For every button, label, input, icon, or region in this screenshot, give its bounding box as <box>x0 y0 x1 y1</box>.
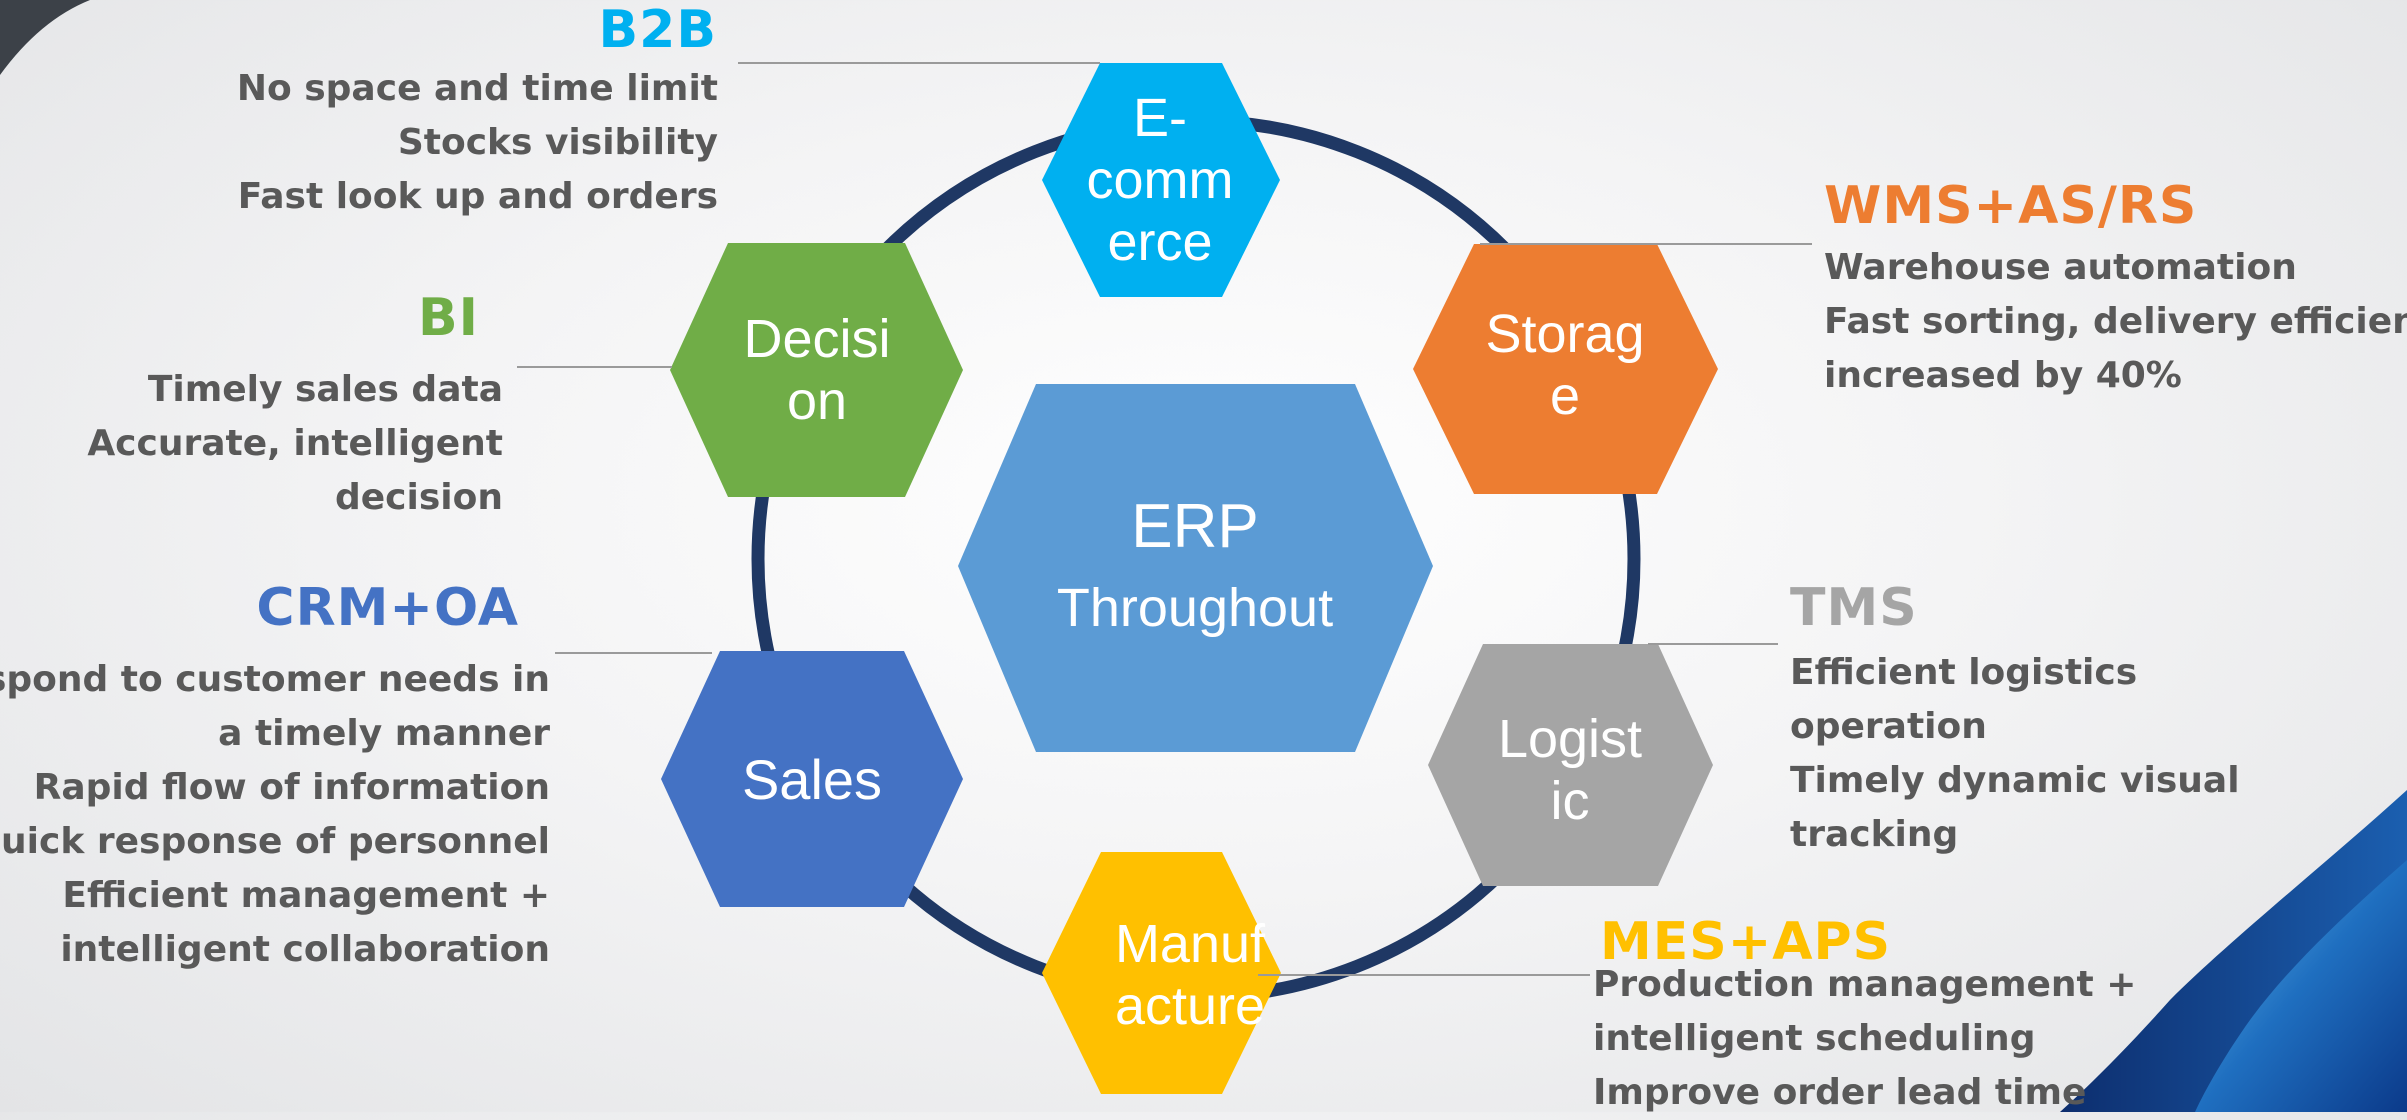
callout-crm-text: Respond to customer needs in a timely ma… <box>0 653 550 977</box>
ecommerce-line: erce <box>1107 212 1213 273</box>
decision-line: on <box>786 371 848 431</box>
hex-manufacture-shape <box>1042 852 1281 1094</box>
callout-wms-title: WMS+AS/RS <box>1824 176 2198 236</box>
center-subtitle: Throughout <box>1056 577 1334 638</box>
callout-bi-text: Timely sales data Accurate, intelligent … <box>87 363 503 525</box>
connector-tms <box>1648 643 1778 645</box>
callout-line: Rapid flow of information <box>33 767 550 808</box>
callout-crm-title: CRM+OA <box>256 578 519 638</box>
ecommerce-line: E- <box>1133 87 1187 148</box>
logistic-line: Logist <box>1497 708 1643 769</box>
connector-bi <box>517 366 672 368</box>
hex-storage-shape <box>1413 244 1718 494</box>
hex-sales-shape <box>661 651 963 907</box>
hex-center-label: ERP Throughout <box>1000 480 1390 650</box>
callout-line: Respond to customer needs in <box>0 659 550 700</box>
callout-line: Improve order lead time <box>1593 1072 2087 1113</box>
callout-line: Efficient logistics <box>1790 652 2138 693</box>
callout-line: a timely manner <box>218 713 550 754</box>
hex-sales-label: Sales <box>690 740 934 820</box>
callout-line: intelligent collaboration <box>60 929 550 970</box>
callout-line: tracking <box>1790 814 1959 855</box>
connector-b2b <box>738 62 1100 64</box>
storage-line: Storag <box>1485 303 1645 364</box>
callout-tms-text: Efficient logistics operation Timely dyn… <box>1790 646 2240 862</box>
connector-crm <box>555 652 712 654</box>
hex-logistic-label: Logist ic <box>1445 695 1695 845</box>
callout-line: Fast look up and orders <box>237 176 718 217</box>
callout-bi-title: BI <box>418 288 479 348</box>
callout-wms-text: Warehouse automation Fast sorting, deliv… <box>1824 241 2407 403</box>
callout-line: intelligent scheduling <box>1593 1018 2036 1059</box>
manufacture-line: Manuf <box>1114 913 1266 974</box>
callout-b2b-title: B2B <box>598 0 717 60</box>
hex-storage-label: Storag e <box>1440 290 1690 440</box>
storage-line: e <box>1549 366 1581 426</box>
callout-tms-title: TMS <box>1790 578 1918 638</box>
hex-ecommerce-shape <box>1042 63 1280 297</box>
callout-line: Timely dynamic visual <box>1790 760 2240 801</box>
ecommerce-line: comm <box>1086 149 1234 210</box>
callout-line: Production management + <box>1593 964 2137 1005</box>
callout-line: Accurate, intelligent <box>87 423 503 464</box>
hex-decision-shape <box>670 243 963 497</box>
callout-line: Fast sorting, delivery efficiency <box>1824 301 2407 342</box>
callout-line: Warehouse automation <box>1824 247 2297 288</box>
callout-line: Efficient management + <box>62 875 550 916</box>
corner-shade-top-left <box>0 0 90 75</box>
hex-decision-label: Decisi on <box>700 300 934 440</box>
callout-b2b-text: No space and time limit Stocks visibilit… <box>237 62 718 224</box>
logistic-line: ic <box>1550 771 1590 831</box>
callout-line: Quick response of personnel <box>0 821 550 862</box>
callout-line: No space and time limit <box>236 68 718 109</box>
hex-logistic-shape <box>1428 644 1713 886</box>
callout-line: Timely sales data <box>147 369 503 410</box>
callout-mes-text: Production management + intelligent sche… <box>1593 958 2136 1120</box>
manufacture-line: acture <box>1114 976 1266 1036</box>
callout-line: Stocks visibility <box>397 122 718 163</box>
hex-ecommerce-label: E- comm erce <box>1060 80 1260 280</box>
connector-wms <box>1480 243 1812 245</box>
sales-line: Sales <box>741 747 883 811</box>
center-title: ERP <box>1131 492 1259 562</box>
callout-line: increased by 40% <box>1824 355 2182 396</box>
hex-center-shape <box>958 384 1433 752</box>
callout-mes-title: MES+APS <box>1600 912 1892 972</box>
callout-line: decision <box>335 477 503 518</box>
decision-line: Decisi <box>743 308 891 369</box>
connector-mes <box>1258 974 1590 976</box>
hex-manufacture-label: Manuf acture <box>1060 900 1320 1050</box>
callout-line: operation <box>1790 706 1987 747</box>
wave-decoration-light <box>2195 860 2407 1112</box>
